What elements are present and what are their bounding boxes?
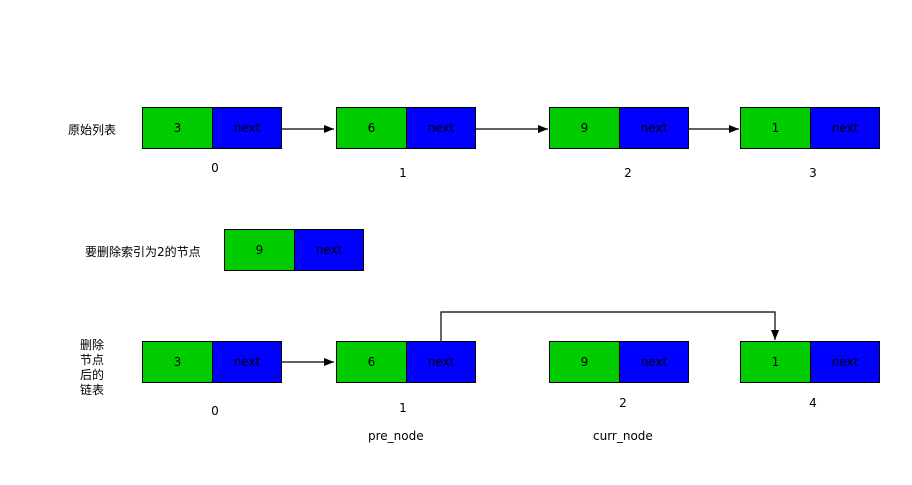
node-index: 4 [809,396,817,410]
after-list-title-line: 节点 [80,353,105,367]
node-index: 2 [619,396,627,410]
original-list-title: 原始列表 [68,123,117,137]
after-list-title-line: 后的 [80,368,105,382]
node-next: next [213,342,281,382]
node-next: next [213,108,281,148]
after-list-title-line: 删除 [80,338,105,352]
arrow-skip-pre-to-next [440,311,779,341]
node-to-delete: 9 next [224,229,364,271]
node-next: next [620,342,688,382]
node-index: 1 [399,166,407,180]
node-next: next [620,108,688,148]
node-next: next [407,108,475,148]
node: 6 next [336,341,476,383]
node-value: 3 [143,108,213,148]
node-value: 3 [143,342,213,382]
node-value: 6 [337,342,407,382]
node-value: 6 [337,108,407,148]
node-index: 0 [211,161,219,175]
node-value: 9 [550,342,620,382]
node-index: 3 [809,166,817,180]
node-next: next [295,230,363,270]
node: 1 next [740,341,880,383]
node-next: next [407,342,475,382]
node: 6 next [336,107,476,149]
node: 3 next [142,341,282,383]
node-next: next [811,342,879,382]
node: 3 next [142,107,282,149]
delete-node-title: 要删除索引为2的节点 [85,245,201,259]
node: 9 next [549,341,689,383]
curr-node-label: curr_node [593,429,653,443]
node-index: 2 [624,166,632,180]
pre-node-label: pre_node [368,429,424,443]
after-list-title: 删除 节点 后的 链表 [80,338,104,398]
node-value: 9 [550,108,620,148]
after-list-title-line: 链表 [80,383,105,397]
node-index: 1 [399,401,407,415]
node: 1 next [740,107,880,149]
node-index: 0 [211,404,219,418]
node-next: next [811,108,879,148]
node-value: 1 [741,108,811,148]
node-value: 1 [741,342,811,382]
node-value: 9 [225,230,295,270]
node: 9 next [549,107,689,149]
